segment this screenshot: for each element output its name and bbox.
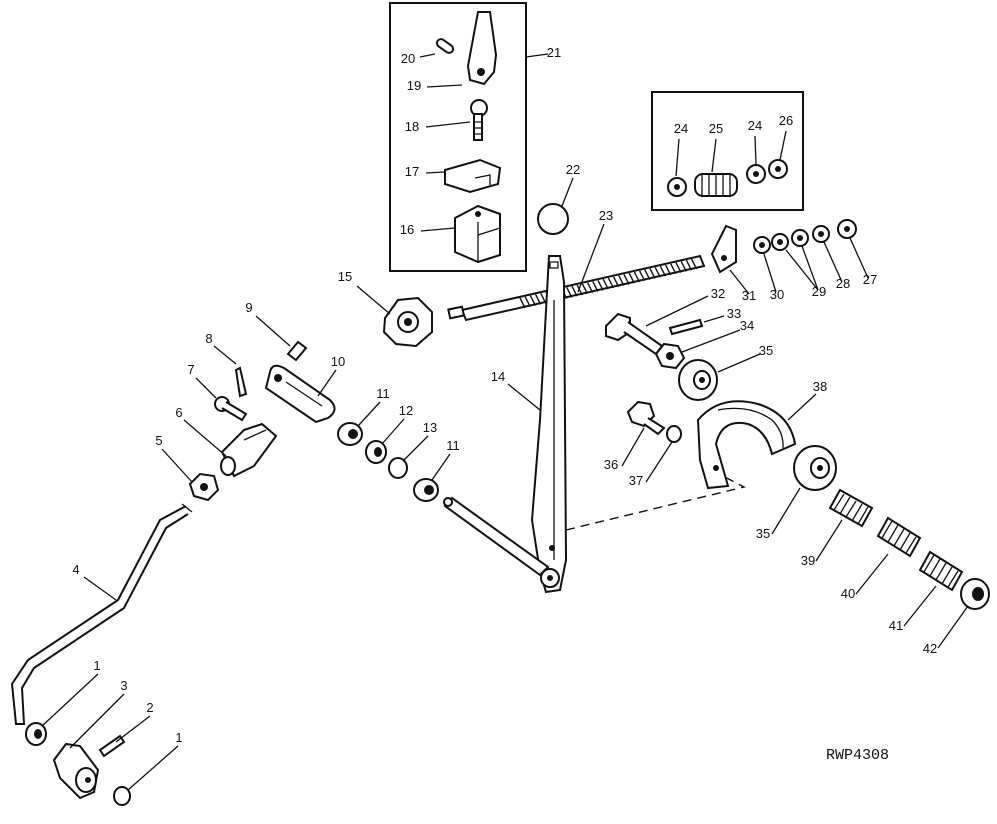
callout-4: 4 [72, 562, 79, 577]
spring-40 [876, 516, 922, 558]
roller-35a [678, 359, 718, 401]
roller-42 [960, 578, 990, 610]
callout-28: 28 [836, 276, 850, 291]
callout-24: 24 [748, 118, 762, 133]
washer-12 [365, 440, 387, 464]
callout-38: 38 [813, 379, 827, 394]
callout-11: 11 [376, 386, 390, 401]
stud-18 [470, 99, 488, 141]
callout-37: 37 [629, 473, 643, 488]
callout-40: 40 [841, 586, 855, 601]
pin-7 [214, 396, 248, 422]
bolt-32 [605, 312, 664, 356]
callout-15: 15 [338, 269, 352, 284]
cotter-pin-8 [234, 366, 248, 398]
washer-13 [388, 457, 408, 479]
rod-4 [10, 505, 189, 725]
pin-9 [286, 340, 308, 362]
callout-11: 11 [446, 438, 460, 453]
callout-36: 36 [604, 457, 618, 472]
knob-15 [382, 296, 433, 348]
callout-32: 32 [711, 286, 725, 301]
callout-21: 21 [547, 45, 561, 60]
callout-42: 42 [923, 641, 937, 656]
callout-13: 13 [423, 420, 437, 435]
washer-29b [791, 229, 809, 247]
callout-22: 22 [566, 162, 580, 177]
clevis-3 [52, 742, 100, 800]
roller-35b [793, 445, 837, 491]
washer-11a [337, 422, 363, 446]
callout-30: 30 [770, 287, 784, 302]
callout-26: 26 [779, 113, 793, 128]
pin-33 [668, 318, 704, 336]
callout-10: 10 [331, 354, 345, 369]
callout-17: 17 [405, 164, 419, 179]
callout-35: 35 [759, 343, 773, 358]
bracket-19 [466, 11, 498, 86]
callout-6: 6 [175, 405, 182, 420]
callout-2: 2 [146, 700, 153, 715]
threaded-rod-23 [447, 254, 706, 322]
bracket-31 [710, 224, 737, 274]
spring-25 [694, 173, 738, 197]
callout-12: 12 [399, 403, 413, 418]
callout-24: 24 [674, 121, 688, 136]
nut-5 [188, 472, 220, 502]
callout-25: 25 [709, 121, 723, 136]
callout-3: 3 [120, 678, 127, 693]
assembly-line [565, 471, 746, 531]
callout-41: 41 [889, 618, 903, 633]
clevis-6 [220, 422, 278, 478]
link-10 [264, 364, 336, 424]
leader-lines [41, 53, 969, 791]
callout-20: 20 [401, 51, 415, 66]
lever-14 [530, 255, 568, 594]
inset-box-right [651, 91, 804, 211]
washer-30 [753, 236, 771, 254]
callout-16: 16 [400, 222, 414, 237]
washer-1a [25, 722, 47, 746]
washer-37 [666, 425, 682, 443]
callout-35: 35 [756, 526, 770, 541]
callout-14: 14 [491, 369, 505, 384]
callout-1: 1 [175, 730, 182, 745]
cam-38 [696, 400, 797, 490]
callout-33: 33 [727, 306, 741, 321]
callout-9: 9 [245, 300, 252, 315]
block-17 [444, 158, 502, 194]
inset-box-upper [389, 2, 527, 272]
washer-26 [768, 159, 788, 179]
washer-29a [771, 233, 789, 251]
callout-5: 5 [155, 433, 162, 448]
washer-27 [837, 219, 857, 239]
callout-31: 31 [742, 288, 756, 303]
callout-29: 29 [812, 284, 826, 299]
reference-code: RWP4308 [826, 747, 889, 764]
pin-20 [435, 38, 455, 54]
callout-19: 19 [407, 78, 421, 93]
bolt-36 [626, 400, 666, 436]
callout-1: 1 [93, 658, 100, 673]
spring-39 [828, 488, 874, 528]
washer-28 [812, 225, 830, 243]
callout-27: 27 [863, 272, 877, 287]
callout-34: 34 [740, 318, 754, 333]
spring-41 [918, 550, 964, 592]
callout-23: 23 [599, 208, 613, 223]
block-16 [454, 204, 501, 264]
knob-22 [537, 203, 569, 235]
washer-11b [413, 478, 439, 502]
callout-8: 8 [205, 331, 212, 346]
washer-24b [746, 164, 766, 184]
callout-18: 18 [405, 119, 419, 134]
callout-7: 7 [187, 362, 194, 377]
washer-24a [667, 177, 687, 197]
nut-34 [654, 342, 686, 370]
callout-39: 39 [801, 553, 815, 568]
washer-1b [113, 786, 131, 806]
